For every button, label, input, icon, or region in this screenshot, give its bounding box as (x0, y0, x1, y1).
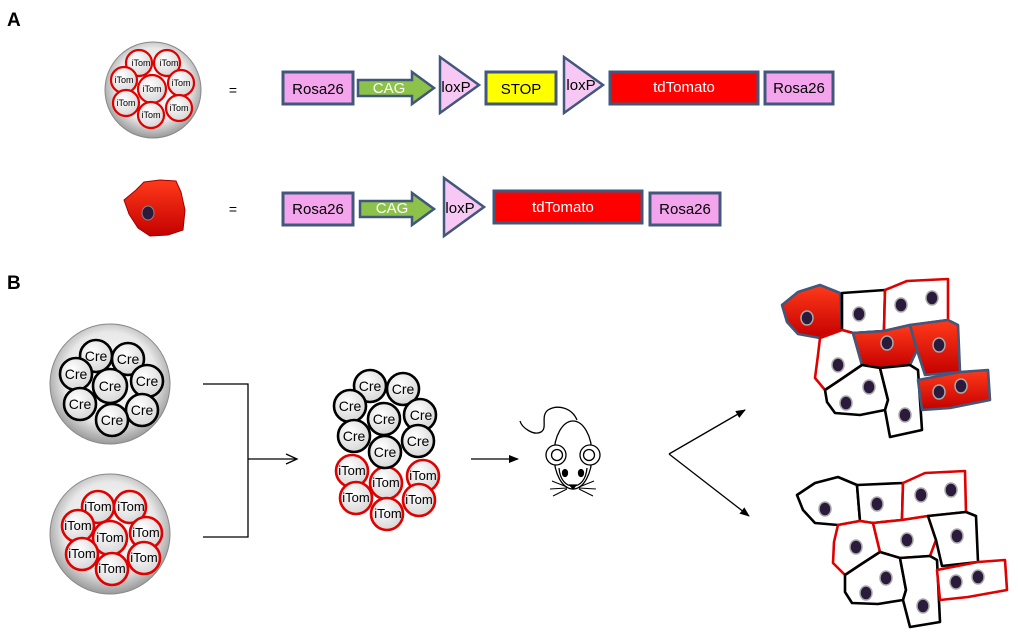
itom-label: iTom (171, 78, 190, 88)
equals-sign: = (229, 82, 237, 98)
tdtomato-label: tdTomato (532, 199, 594, 216)
itom-label: iTom (142, 84, 161, 94)
tdtomato-box (608, 70, 760, 106)
loxp-triangle-2 (562, 54, 606, 116)
loxp-label-1: loxP (441, 79, 470, 96)
cre-label: Cre (374, 444, 397, 460)
itom-label: iTom (98, 561, 125, 576)
arrow-icon (668, 453, 750, 517)
cre-label: Cre (85, 348, 108, 364)
cre-label: Cre (343, 428, 366, 444)
cre-label: Cre (359, 378, 382, 394)
rosa26-left-label: Rosa26 (292, 81, 344, 98)
cre-label: Cre (65, 366, 88, 382)
arrow-icon (668, 409, 746, 455)
rosa26-left-box (281, 191, 355, 227)
rosa26-right-label: Rosa26 (773, 80, 825, 97)
tissue-recombined (780, 277, 992, 439)
itom-label: iTom (338, 463, 365, 478)
cre-label: Cre (410, 407, 433, 423)
rosa26-right-label: Rosa26 (659, 201, 711, 218)
tdtomato-label: tdTomato (653, 79, 715, 96)
itom-label: iTom (64, 518, 91, 533)
cre-label: Cre (373, 411, 396, 427)
loxp-triangle-1 (438, 54, 482, 116)
itom-label: iTom (372, 475, 399, 490)
loxp-label: loxP (445, 200, 474, 217)
panel-label-a: A (7, 10, 21, 31)
itom-label: iTom (374, 506, 401, 521)
itom-label: iTom (68, 546, 95, 561)
itom-label: iTom (405, 492, 432, 507)
cre-label: Cre (392, 381, 415, 397)
itom-label: iTom (342, 490, 369, 505)
cre-label: Cre (101, 412, 124, 428)
cre-label: Cre (117, 351, 140, 367)
itom-label: iTom (117, 499, 144, 514)
cag-label: CAG (373, 80, 406, 97)
itom-label: iTom (96, 530, 123, 545)
itom-label: iTom (84, 499, 111, 514)
rosa26-left-label: Rosa26 (292, 201, 344, 218)
stop-label: STOP (501, 81, 542, 98)
equals-sign: = (229, 201, 237, 217)
itom-label: iTom (114, 75, 133, 85)
cag-arrow (356, 69, 437, 107)
construct-1: Rosa26 CAG loxP STOP loxP tdTomato Rosa2… (281, 54, 835, 116)
itom-label: iTom (141, 110, 160, 120)
itom-label: iTom (132, 525, 159, 540)
itom-label: iTom (409, 468, 436, 483)
itom-label: iTom (130, 550, 157, 565)
panel-label-b: B (7, 273, 21, 294)
rosa26-right-box (763, 70, 835, 106)
cre-label: Cre (407, 433, 430, 449)
itom-label: iTom (159, 58, 178, 68)
aggregation-bracket (203, 383, 296, 538)
cre-label: Cre (339, 398, 362, 414)
rosa26-right-box (648, 191, 722, 227)
cre-label: Cre (99, 378, 122, 394)
loxp-triangle (442, 175, 487, 239)
itom-embryo: iTom iTom iTom iTom iTom iTom iTom iTom (49, 473, 171, 595)
chimeric-aggregate: Cre Cre Cre Cre Cre Cre Cre Cre iTom iTo… (332, 368, 441, 532)
tissue-unrecombined (795, 469, 1009, 629)
cre-embryo: Cre Cre Cre Cre Cre Cre Cre Cre (49, 323, 171, 445)
cre-label: Cre (131, 402, 154, 418)
cag-label: CAG (376, 200, 409, 217)
cre-label: Cre (69, 396, 92, 412)
itom-label: iTom (169, 103, 188, 113)
red-cell-icon (123, 179, 186, 237)
arrow-icon (285, 453, 299, 465)
stop-box (484, 70, 558, 106)
itom-label: iTom (116, 98, 135, 108)
itom-label: iTom (131, 58, 150, 68)
mouse-icon (519, 406, 601, 497)
tdtomato-box (492, 189, 644, 225)
cre-label: Cre (136, 373, 159, 389)
rosa26-left-box (281, 70, 355, 106)
cag-arrow (358, 190, 437, 228)
itom-embryo-small: iTom iTom iTom iTom iTom iTom iTom iTom (104, 41, 202, 139)
loxp-label-2: loxP (566, 77, 595, 94)
construct-2: Rosa26 CAG loxP tdTomato Rosa26 (281, 175, 722, 239)
